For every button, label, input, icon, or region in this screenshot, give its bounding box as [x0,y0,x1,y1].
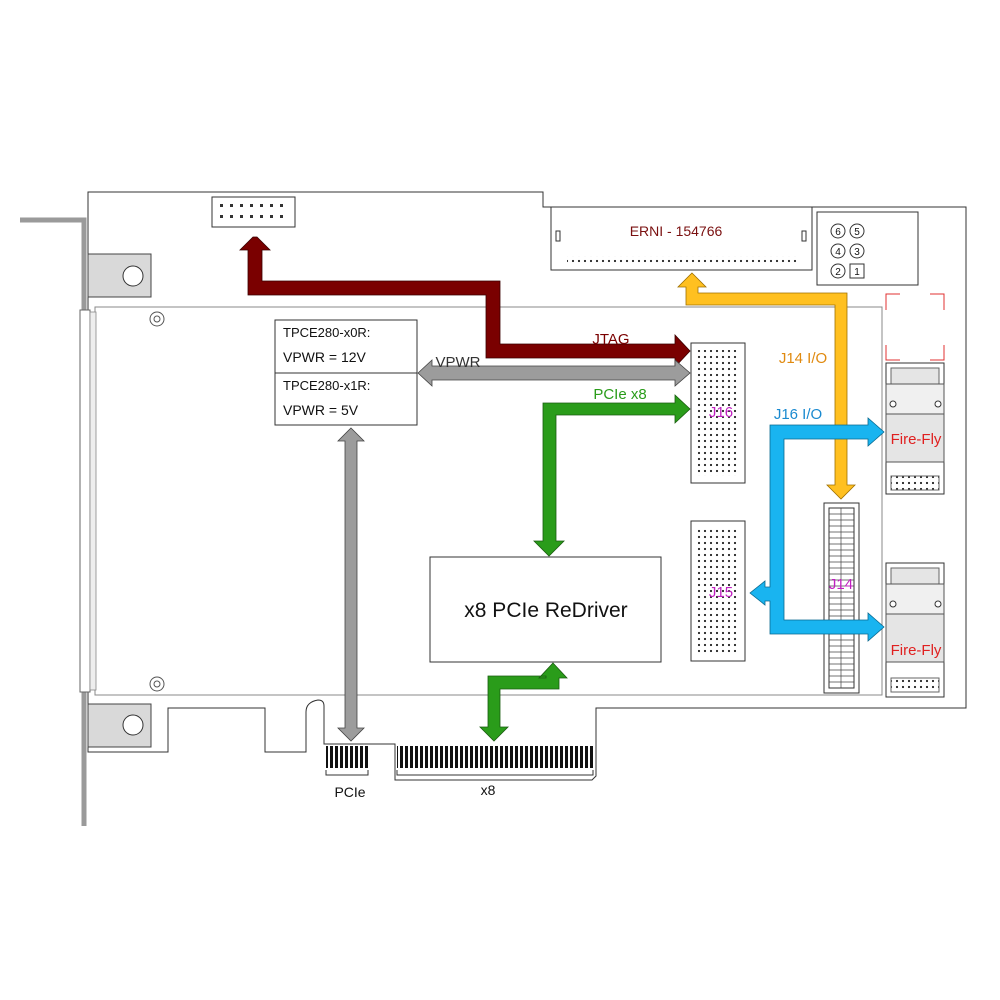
x8-edge-label: x8 [481,782,496,798]
standoff-top [149,311,165,327]
j14-connector: J14 [823,502,860,694]
mounting-hole-top [87,253,152,298]
j16-label: J16 [709,404,733,421]
config-line-3: TPCE280-x1R: [283,378,370,393]
j15-connector: J15 [690,520,746,662]
j14-io-arrow [677,272,856,500]
firefly-label-top: Fire-Fly [891,431,942,448]
jumper-number-4: 4 [835,247,841,258]
j15-label: J15 [709,584,733,601]
firefly-connector-bottom: Fire-Fly [885,562,945,698]
vpwr-config-box: TPCE280-x0R: VPWR = 12V TPCE280-x1R: VPW… [274,319,418,426]
pcie-x8-arrow-label: PCIe x8 [593,386,646,403]
vpwr-arrow-label: VPWR [436,354,481,371]
jumper-number-1: 1 [854,267,860,278]
pcie-edge-label: PCIe [334,784,365,800]
mounting-bracket [20,217,87,826]
erni-connector-label: ERNI - 154766 [630,223,723,239]
jumper-number-3: 3 [854,247,860,258]
j14-label: J14 [829,576,853,593]
pcie-edge-fingers: PCIe x8 [325,746,594,800]
jtag-arrow-label: JTAG [592,331,629,348]
config-line-1: TPCE280-x0R: [283,325,370,340]
config-line-4: VPWR = 5V [283,402,359,418]
jumper-number-5: 5 [854,227,860,238]
erni-connector: ERNI - 154766 [550,206,813,271]
front-connector [79,309,91,693]
firefly-connector-top: Fire-Fly [885,362,945,495]
pcie-edge-arrow [479,662,568,742]
jumper-number-6: 6 [835,227,841,238]
vpwr-vertical-arrow [337,427,365,742]
pcie-redriver: x8 PCIe ReDriver [429,556,662,663]
vpwr-arrow [417,359,691,387]
pcie-x8-arrow [533,394,691,557]
pcie-redriver-label: x8 PCIe ReDriver [464,599,627,622]
j16-io-arrow [749,417,885,642]
firefly-label-bottom: Fire-Fly [891,642,942,659]
config-line-2: VPWR = 12V [283,349,367,365]
j14-io-arrow-label: J14 I/O [779,350,827,367]
j16-connector: J16 [690,342,746,484]
jumper-number-2: 2 [835,267,841,278]
standoff-bottom [149,676,165,692]
dashed-keepout-marker [885,293,945,361]
jtag-header [211,196,296,228]
jtag-arrow [239,236,691,369]
jumper-block: 6 5 4 3 2 1 [816,211,919,286]
front-connector-lip [89,311,97,691]
j16-io-arrow-label: J16 I/O [774,406,822,423]
mounting-hole-bottom [87,703,152,748]
